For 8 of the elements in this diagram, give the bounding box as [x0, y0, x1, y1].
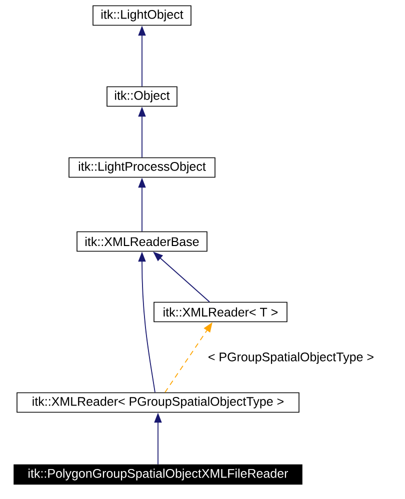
class-box: itk::XMLReader< T >	[154, 302, 288, 322]
class-box: itk::LightProcessObject	[68, 157, 216, 178]
class-box: itk::LightObject	[92, 5, 192, 26]
class-box: itk::Object	[106, 86, 178, 107]
class-box: itk::PolygonGroupSpatialObjectXMLFileReader	[14, 464, 302, 485]
edge-label: < PGroupSpatialObjectType >	[206, 351, 376, 365]
class-box: itk::XMLReader< PGroupSpatialObjectType >	[16, 392, 300, 413]
class-box: itk::XMLReaderBase	[76, 231, 208, 252]
